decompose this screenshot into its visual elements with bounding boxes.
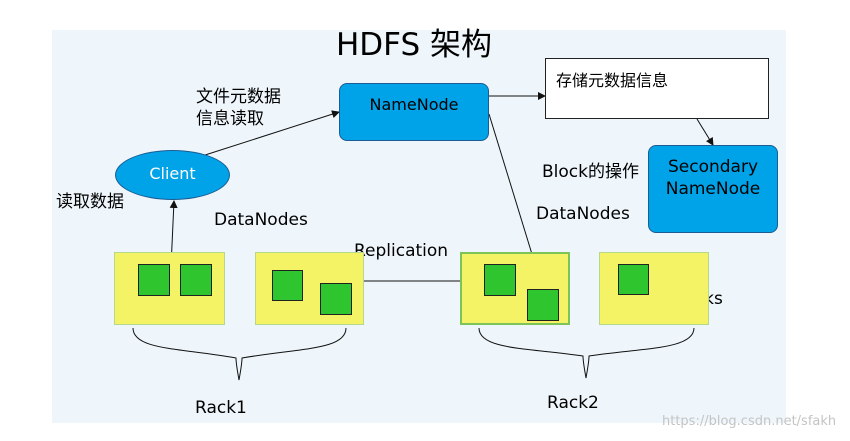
- rack1-label: Rack1: [195, 398, 247, 418]
- secondary-line1: Secondary: [667, 157, 759, 177]
- page-title: HDFS 架构: [336, 27, 492, 63]
- block-3a: [484, 264, 516, 296]
- client-ellipse: Client: [115, 150, 230, 200]
- metadata-store-box: 存储元数据信息: [545, 58, 769, 119]
- rack2-label: Rack2: [547, 393, 599, 413]
- read-data-label: 读取数据: [56, 192, 124, 212]
- block-2a: [272, 270, 303, 301]
- metadata-store-label: 存储元数据信息: [556, 71, 669, 90]
- metadata-read-label: 文件元数据 信息读取: [196, 87, 281, 129]
- block-1a: [138, 264, 170, 296]
- datanode-4: [599, 252, 709, 325]
- block-3b: [527, 289, 559, 321]
- block-ops-label: Block的操作: [542, 162, 639, 182]
- namenode-box: NameNode: [339, 83, 489, 141]
- secondary-namenode-box: Secondary NameNode: [648, 145, 778, 233]
- block-1b: [180, 264, 212, 296]
- secondary-line2: NameNode: [665, 179, 761, 199]
- block-2b: [320, 283, 352, 315]
- watermark: https://blog.csdn.net/sfakh: [662, 414, 837, 429]
- datanodes-label-left: DataNodes: [214, 210, 308, 230]
- datanodes-label-right: DataNodes: [536, 204, 630, 224]
- block-4a: [618, 264, 649, 295]
- replication-label: Replication: [354, 241, 449, 261]
